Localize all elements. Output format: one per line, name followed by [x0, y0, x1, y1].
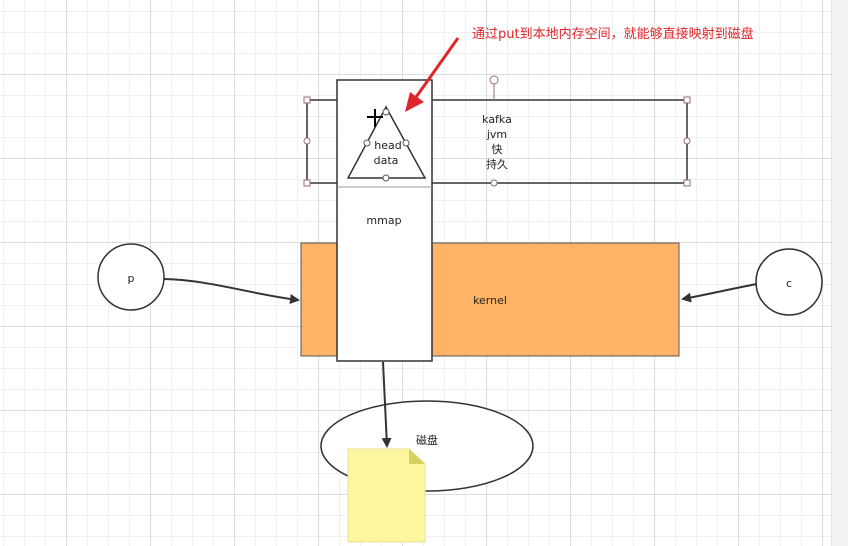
triangle-line-data: data	[374, 154, 399, 167]
triangle-line-head: head	[374, 139, 401, 152]
producer-label: p	[128, 272, 135, 285]
disk-label: 磁盘	[416, 433, 438, 447]
producer-arrow	[163, 278, 300, 304]
consumer-label: c	[786, 277, 792, 290]
move-cursor-icon	[367, 109, 383, 127]
annotation-arrow-head	[405, 92, 424, 112]
kernel-label: kernel	[473, 294, 507, 307]
selection-handles[interactable]	[303, 75, 691, 187]
consumer-arrow	[681, 283, 758, 303]
consumer-circle[interactable]	[755, 248, 823, 316]
triangle-handles[interactable]	[363, 108, 410, 182]
mmap-label: mmap	[366, 214, 401, 227]
file-note[interactable]	[347, 448, 426, 543]
kafka-line-4: 持久	[486, 157, 508, 171]
vertical-scrollbar[interactable]	[831, 0, 848, 546]
producer-circle[interactable]	[97, 243, 165, 311]
annotation-arrow-shaft	[412, 37, 460, 101]
kafka-line-3: 快	[492, 143, 503, 156]
annotation-text: 通过put到本地内存空间，就能够直接映射到磁盘	[472, 26, 754, 42]
file-note-fold	[409, 449, 425, 464]
kafka-line-1: kafka	[482, 113, 512, 126]
mmap-to-disk-arrow	[381, 361, 392, 448]
kafka-line-2: jvm	[486, 128, 507, 141]
